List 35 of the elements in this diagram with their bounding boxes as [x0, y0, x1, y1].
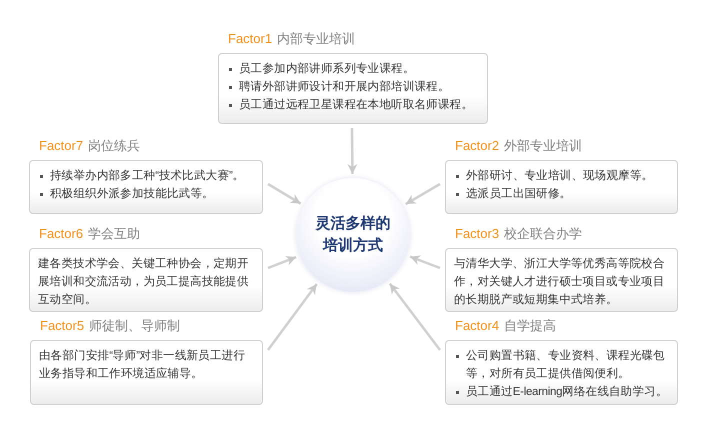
bullet-item: 员工通过E-learning网络在线自助学习。 — [454, 383, 669, 401]
bullet-item: 公司购置书籍、专业资料、课程光碟包等，对所有员工提供借阅便利。 — [454, 347, 669, 383]
factor-heading: 师徒制、导师制 — [89, 318, 180, 333]
factor-label: Factor7 — [39, 138, 84, 153]
bullet-item: 持续举办内部多工种“技术比武大赛”。 — [38, 167, 254, 185]
factor-label: Factor4 — [455, 318, 500, 333]
arrow — [410, 255, 440, 270]
description-text: 由各部门安排“导师”对非一线新员工进行业务指导和工作环境适应辅导。 — [39, 348, 246, 382]
bullet-item: 员工通过远程卫星课程在本地听取名师课程。 — [227, 96, 479, 114]
center-title: 灵活多样的培训方式 — [314, 214, 392, 256]
arrow — [268, 256, 297, 270]
factor-heading: 内部专业培训 — [277, 31, 356, 46]
bullet-item: 聘请外部讲师设计和开展内部培训课程。 — [227, 78, 479, 96]
factor-label: Factor3 — [455, 226, 500, 241]
arrow — [267, 283, 318, 351]
arrow — [405, 182, 441, 206]
factor-label: Factor1 — [228, 31, 272, 46]
factor-label: Factor6 — [39, 226, 84, 241]
arrow — [267, 182, 302, 205]
bullet-item: 积极组织外派参加技能比武等。 — [38, 185, 254, 203]
factor-label: Factor2 — [455, 138, 500, 153]
factor-heading: 外部专业培训 — [504, 138, 582, 153]
description-text: 建各类技术学会、关键工种协会，定期开展培训和交流活动，为员工提高技能提供互动空间。 — [38, 256, 250, 308]
center-circle — [296, 178, 410, 292]
factor-label: Factor5 — [40, 318, 84, 333]
arrow — [347, 128, 358, 174]
factor-heading: 自学提高 — [504, 318, 556, 333]
bullet-item: 选派员工出国研修。 — [454, 185, 669, 203]
bullet-item: 外部研讨、专业培训、现场观摩等。 — [454, 167, 669, 185]
description-text: 与清华大学、浙江大学等优秀高等院校合作，对关键人才进行硕士项目或专业项目的长期脱产或短期集中式培养。 — [454, 256, 666, 308]
factor-heading: 岗位练兵 — [88, 138, 140, 153]
arrow — [388, 282, 441, 351]
factor-heading: 学会互助 — [88, 226, 140, 241]
factor-heading: 校企联合办学 — [504, 226, 582, 241]
bullet-item: 员工参加内部讲师系列专业课程。 — [227, 60, 479, 78]
